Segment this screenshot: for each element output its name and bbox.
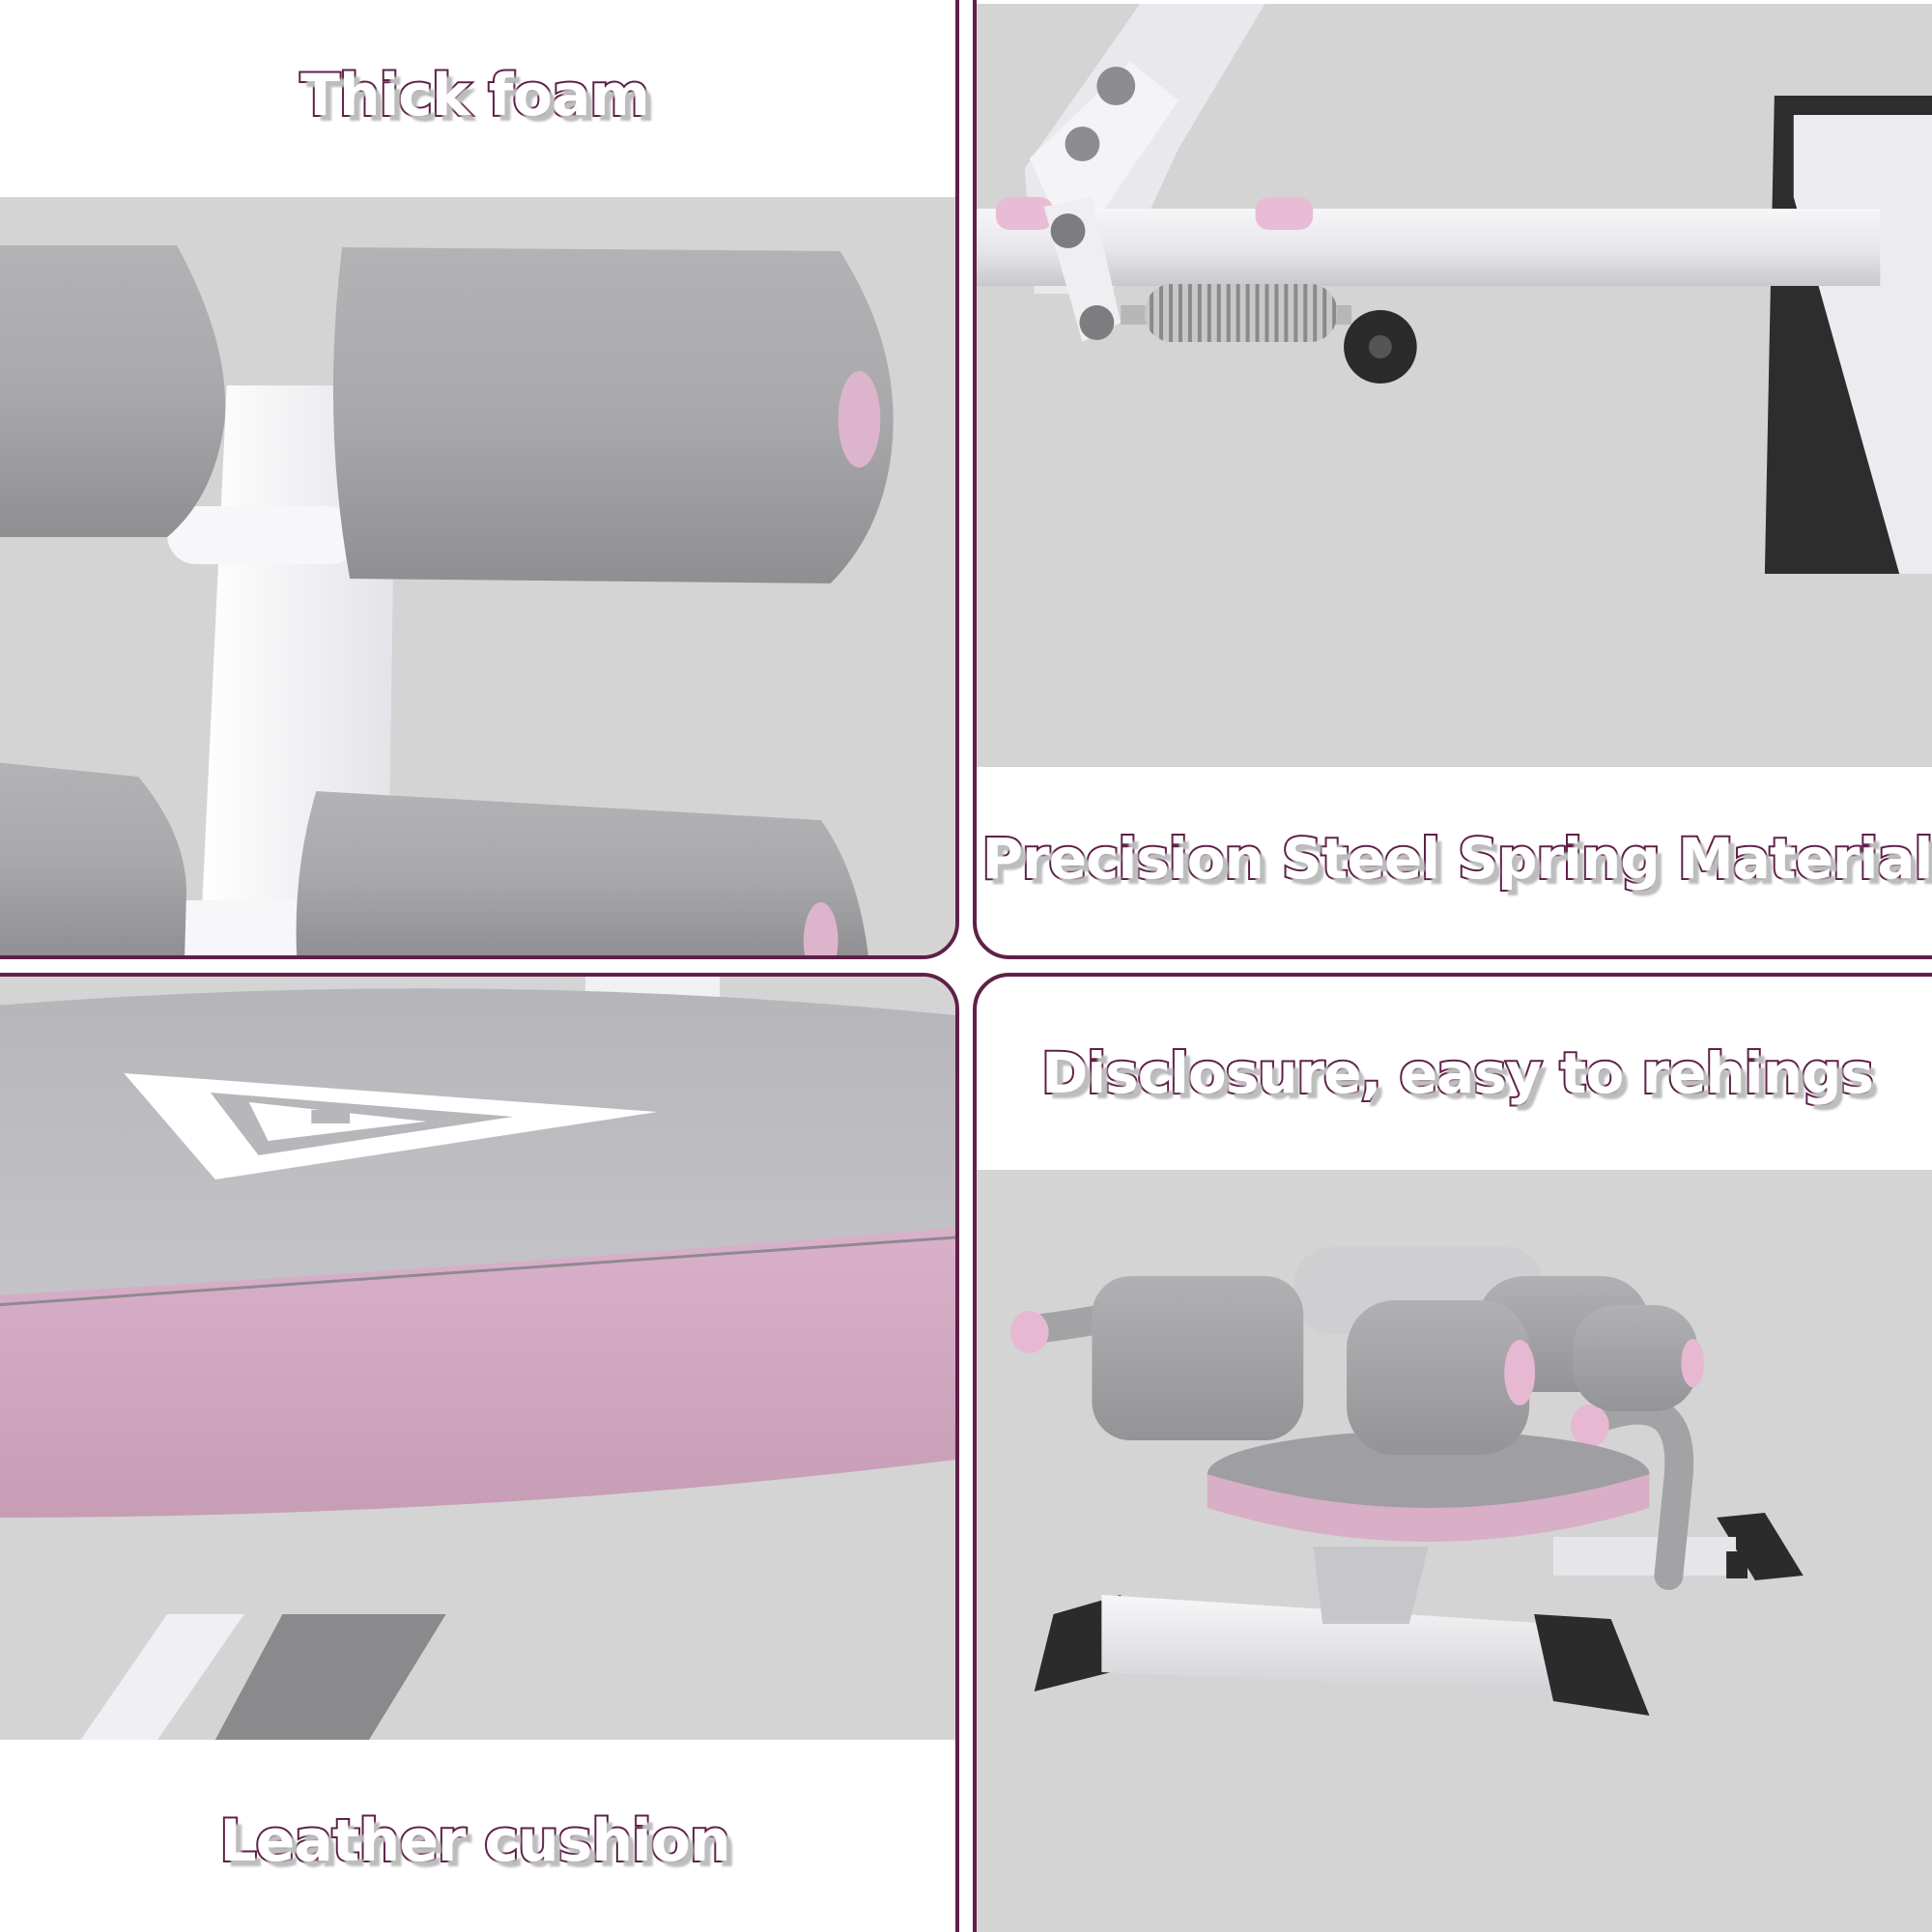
steel-spring-illustration [977,4,1932,767]
foam-roller-image [0,197,955,955]
steel-spring-image [977,4,1932,767]
feature-panel-full-product: Disclosure, easy to rehings [973,973,1932,1932]
leather-cushion-image [0,977,955,1740]
feature-panel-steel-spring: Precision Steel Spring Material [973,0,1932,959]
pink-end-cap [838,371,881,468]
feature-panel-leather-cushion: Leather cushion [0,973,959,1932]
ab-machine-illustration [977,1170,1932,1932]
feature-caption: Thick foam [298,60,652,131]
caption-area: Precision Steel Spring Material [977,767,1932,951]
feature-caption: Precision Steel Spring Material [980,824,1932,894]
caption-area: Leather cushion [0,1740,955,1932]
feature-caption: Leather cushion [217,1805,732,1877]
ab-machine-image [977,1170,1932,1932]
caption-area: Thick foam [0,4,955,187]
caption-area: Disclosure, easy to rehings [977,977,1932,1170]
foam-roller-illustration [0,197,955,955]
feature-panel-thick-foam: Thick foam [0,0,959,959]
leather-cushion-illustration [0,977,955,1740]
feature-caption: Disclosure, easy to rehings [1039,1038,1876,1108]
